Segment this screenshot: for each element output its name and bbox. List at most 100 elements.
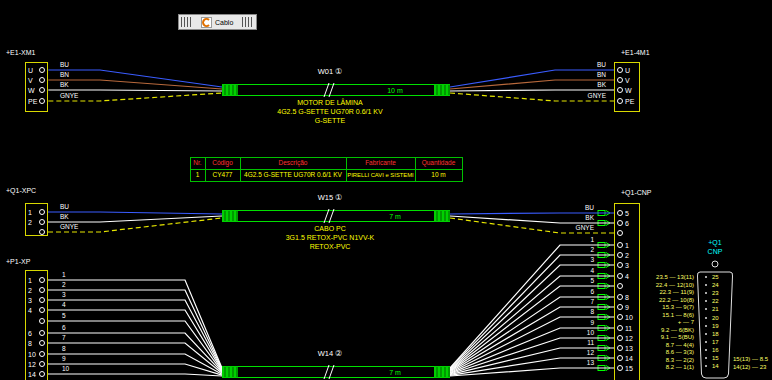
pin-number: W (28, 87, 35, 94)
wire-color: BK (60, 82, 69, 89)
cable-end (434, 210, 450, 222)
pin-number: 19 (712, 323, 719, 329)
cable-stripe (229, 211, 230, 221)
cable-sheath (238, 95, 434, 96)
wire (48, 290, 222, 369)
wire-number: 1 (62, 272, 66, 279)
table-rule (346, 158, 347, 182)
table-cell: PIRELLI CAVI e SISTEMI (347, 173, 413, 179)
cable-description: RETOX-PVC (310, 243, 351, 250)
cable-stripe (441, 85, 442, 95)
cable-length: 7 m (387, 213, 403, 220)
pin-number: 11 (625, 325, 632, 332)
cable-stripe (449, 85, 450, 95)
pin-row: W (615, 85, 639, 95)
button-caption: Cablo (215, 19, 233, 26)
table-cell: 1 (196, 172, 200, 179)
pin-dot (705, 333, 707, 335)
pin-number: 6 (28, 330, 32, 337)
wire-number: 9 (62, 356, 66, 363)
wire-number: 9 (590, 320, 594, 327)
grip (181, 17, 193, 27)
pin-assignment: 23.5 — 13(11) (656, 274, 694, 280)
pin-row: 9 (615, 302, 639, 312)
pin-number: 9 (625, 304, 629, 311)
wire-color: BN (60, 72, 69, 79)
table-border (191, 158, 463, 182)
connector-tag: +Q1-CNP (621, 189, 652, 196)
pin-number: W (625, 87, 632, 94)
pin-dot (705, 284, 707, 286)
pin-number: 10 (625, 314, 633, 321)
wire-color: GNYE (576, 225, 594, 232)
pin-number: 14 (712, 363, 719, 369)
pin-assignment: 8.3 — 2(2) (666, 357, 694, 363)
pin-number: V (625, 77, 630, 84)
wire-number: 13 (587, 360, 594, 367)
cable-stripe (445, 85, 446, 95)
pin-number: 1 (28, 209, 32, 216)
pin-row: 5 (615, 208, 639, 218)
cable-stripe (229, 367, 230, 377)
pin-row: 2 (615, 250, 639, 260)
table-header: Quantidade (422, 160, 456, 167)
table-header: Descrição (279, 160, 308, 167)
pin-number: 17 (712, 339, 719, 345)
wire-bundle (48, 212, 222, 232)
toolbar-button: Cablo (178, 14, 257, 30)
pin-circle (39, 371, 45, 377)
pin-row: PE (615, 96, 639, 106)
pin-dot (705, 308, 707, 310)
wire (48, 93, 222, 101)
icon-glyph (203, 19, 209, 26)
pin-circle (39, 67, 45, 73)
break-mark (324, 365, 334, 379)
wire-number: 7 (590, 299, 594, 306)
wire (48, 343, 222, 373)
wire (450, 328, 614, 373)
pin-circle (39, 209, 45, 215)
pin-dot (705, 325, 707, 327)
pin-circle (617, 273, 623, 279)
wire-number: 11 (587, 340, 594, 347)
cable-end (222, 210, 238, 222)
pin-row: 6 (26, 328, 47, 338)
cable-description: 4G2.5 G-SETTE UG70R 0.6/1 KV (277, 108, 382, 115)
cable: W15 ①7 mCABO PC3G1.5 RETOX-PVC N1VV-KRET… (222, 210, 450, 222)
wire-number: 6 (590, 289, 594, 296)
pin-row: 1 (26, 207, 47, 217)
pin-assignment: 15(13) — 8.5 (733, 356, 768, 362)
cable-end (434, 84, 450, 96)
pin-assignment: 8.2 — 1(1) (666, 364, 694, 370)
cable-length: 10 m (385, 87, 405, 94)
pin-assignment: 22.3 — 11(9) (659, 289, 694, 295)
pin-number: 13 (625, 345, 633, 352)
wire-bundle (450, 245, 614, 376)
pin-assignment: 15.3 — 9(7) (662, 304, 694, 310)
cable-stripe (237, 85, 238, 95)
pin-number: 23 (712, 290, 719, 296)
pin-dot (705, 357, 707, 359)
pin-circle (617, 210, 623, 216)
pin-row: 14 (26, 369, 47, 379)
terminal-strip: +E1-XM1UVWPE (25, 62, 48, 112)
wire-bundle (48, 70, 222, 101)
cable-outline (222, 210, 450, 222)
pin-row: 12 (26, 359, 47, 369)
connector-tag: +P1-XP (6, 258, 30, 265)
cable-sheath (238, 366, 434, 367)
wire-number: 6 (62, 325, 66, 332)
pin-number: 1 (625, 242, 629, 249)
pin-circle (617, 314, 623, 320)
icon-frame (202, 17, 212, 27)
pin-number: 22 (712, 298, 719, 304)
wire (48, 333, 222, 372)
pin-circle (39, 219, 45, 225)
pin-row: PE (26, 96, 47, 106)
cable-description: CABO PC (314, 225, 346, 232)
dsub-connector (697, 261, 732, 378)
pin-number: 12 (28, 361, 36, 368)
pin-row: 4 (26, 305, 47, 315)
